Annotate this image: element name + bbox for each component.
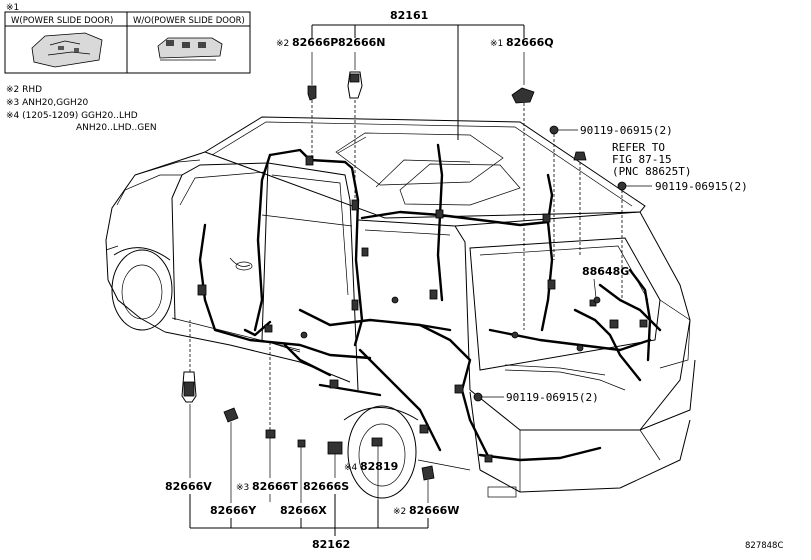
label-82666n: 82666N (338, 36, 385, 49)
legend-mark: ※1 (6, 3, 19, 13)
label-bolt-2: 90119-06915(2) (655, 180, 748, 193)
mark-82819: ※4 (344, 463, 358, 473)
part-82666q (511, 52, 535, 330)
bolt-callout-1: 90119-06915(2) (549, 124, 673, 260)
wire-harness (198, 143, 662, 462)
refer-line-3: (PNC 88625T) (612, 165, 691, 178)
label-bolt-3: 90119-06915(2) (506, 391, 599, 404)
label-82162: 82162 (312, 538, 350, 551)
part-88648g: 88648G (582, 265, 629, 304)
label-82162-group: 82162 (189, 494, 429, 551)
bolt-callout-3: 90119-06915(2) (473, 391, 599, 404)
diagram-id: 827848C (745, 541, 783, 551)
part-82666x (297, 439, 306, 503)
manual-door-thumbnail (157, 37, 223, 61)
note-anh20-gen: ANH20..LHD..GEN (76, 123, 157, 133)
label-82666q: 82666Q (506, 36, 554, 49)
part-82666p (307, 52, 317, 160)
label-88648g: 88648G (582, 265, 629, 278)
label-82666x: 82666X (280, 504, 327, 517)
part-82666v (181, 320, 197, 478)
label-82666s: 82666S (303, 480, 349, 493)
label-82666w: 82666W (409, 504, 459, 517)
legend-box: ※1 W(POWER SLIDE DOOR) W/O(POWER SLIDE D… (4, 3, 251, 74)
part-82666s (327, 441, 343, 478)
vehicle-body (105, 116, 696, 499)
label-bolt-1: 90119-06915(2) (580, 124, 673, 137)
bolt-callout-2: 90119-06915(2) (617, 180, 748, 300)
note-rhd: ※2 RHD (6, 85, 42, 95)
label-82819: 82819 (360, 460, 398, 473)
harness-connectors (197, 155, 648, 463)
power-slide-door-thumbnail (31, 32, 103, 68)
part-82666n (347, 52, 363, 200)
part-82666y (223, 407, 239, 503)
label-82666p: 82666P (292, 36, 338, 49)
label-82161-group: 82161 (311, 9, 525, 140)
note-ggh20: ※4 (1205-1209) GGH20..LHD (6, 111, 138, 121)
label-82666v: 82666V (165, 480, 212, 493)
legend-col2-title: W/O(POWER SLIDE DOOR) (133, 16, 245, 26)
label-82666t: 82666T (252, 480, 298, 493)
note-anh20: ※3 ANH20,GGH20 (6, 98, 89, 108)
refer-line-2: FIG 87-15 (612, 153, 672, 166)
mark-82666q: ※1 (490, 39, 503, 49)
mark-82666t: ※3 (236, 483, 249, 493)
legend-col1-title: W(POWER SLIDE DOOR) (11, 16, 113, 26)
refer-line-1: REFER TO (612, 141, 665, 154)
refer-callout: REFER TO FIG 87-15 (PNC 88625T) (573, 141, 691, 255)
part-82666t (265, 340, 276, 478)
label-82161: 82161 (390, 9, 428, 22)
notes-block: ※2 RHD ※3 ANH20,GGH20 ※4 (1205-1209) GGH… (6, 85, 157, 133)
part-82819 (371, 437, 383, 500)
part-82666w (421, 465, 435, 503)
label-82666y: 82666Y (210, 504, 257, 517)
mark-82666w: ※2 (393, 507, 406, 517)
mark-82666p: ※2 (276, 39, 289, 49)
